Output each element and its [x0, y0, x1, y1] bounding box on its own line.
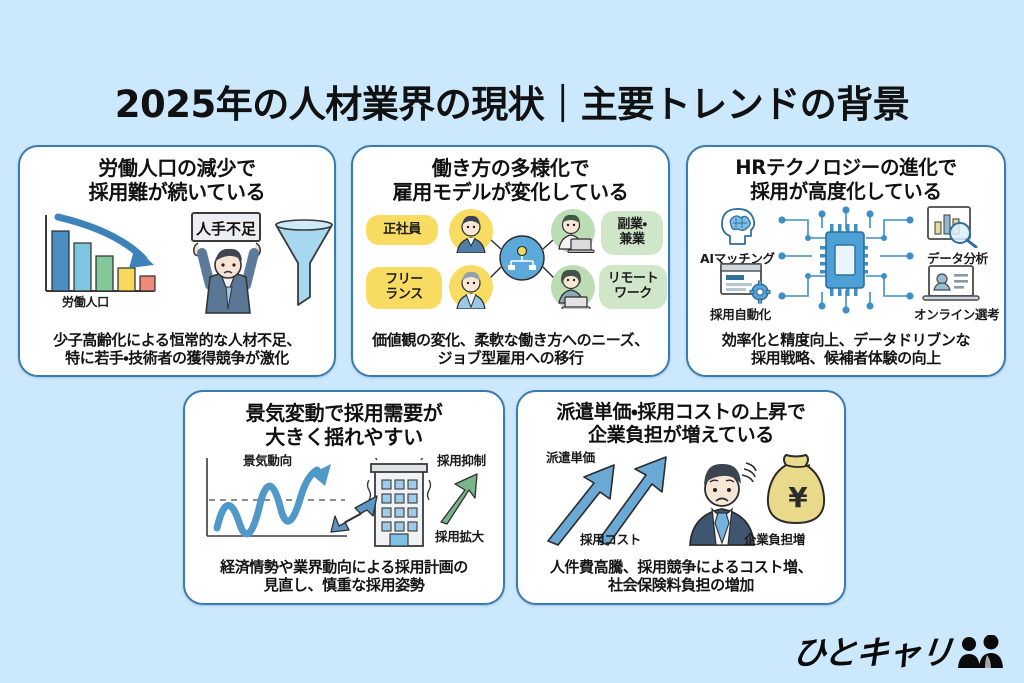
- recruitment-automation-icon: [720, 262, 771, 304]
- card-description: 少子高齢化による恒常的な人材不足、 特に若手・技術者の獲得競争が激化: [53, 330, 301, 368]
- card-labor-population: 労働人口の減少で 採用難が続いている 労働人口 人手不足: [18, 145, 336, 377]
- label-remote-work: リモート ワーク: [599, 264, 667, 309]
- page-title: 2025年の人材業界の現状｜主要トレンドの背景: [114, 83, 910, 126]
- label-dispatch-unit-price: 派遣単価: [546, 450, 595, 466]
- card1-illustration: 労働人口 人手不足: [20, 205, 334, 331]
- funnel-icon: [275, 218, 333, 306]
- cpu-chip-icon: [778, 205, 914, 314]
- side-job-avatar-icon: [558, 214, 595, 253]
- card-title: 派遣単価・採用コストの上昇で 企業負担が増えている: [556, 401, 806, 447]
- person-holding-sign-icon: 人手不足: [191, 211, 261, 314]
- arrow-down-left-icon: [330, 495, 378, 533]
- card-description: 経済情勢や業界動向による採用計画の 見直し、慎重な採用姿勢: [220, 557, 468, 595]
- two-people-logo-icon: [958, 635, 1003, 668]
- card-work-style-diversity: 働き方の多様化で 雇用モデルが変化している: [351, 145, 670, 377]
- arrow-up-right-icon: [440, 473, 478, 525]
- label-business-cycle: 景気動向: [243, 452, 292, 468]
- card3-illustration: AIマッチング データ分析: [688, 204, 1004, 331]
- card-description: 効率化と精度向上、データドリブンな 採用戦略、候補者体験の向上: [721, 330, 971, 368]
- office-building-icon: [366, 457, 432, 547]
- chart-caption-label: 労働人口: [62, 294, 109, 309]
- card-title: HRテクノロジーの進化で 採用が高度化している: [735, 156, 957, 203]
- card-economic-fluctuation: 景気変動で採用需要が 大きく揺れやすい 景気動向: [183, 390, 505, 605]
- card-title: 労働人口の減少で 採用難が続いている: [88, 156, 266, 205]
- card-hr-technology: HRテクノロジーの進化で 採用が高度化している: [686, 145, 1006, 377]
- label-side-job: 副業・ 兼業: [601, 210, 663, 255]
- card-title: 景気変動で採用需要が 大きく揺れやすい: [245, 401, 443, 450]
- employee-avatar-icon: [456, 215, 486, 253]
- online-interview-icon: [922, 264, 980, 301]
- label-hiring-cost: 採用コスト: [580, 532, 642, 548]
- bar-chart-icon: [45, 213, 156, 292]
- label-ai-matching: AIマッチング: [700, 250, 775, 266]
- worried-businessman-icon: [689, 462, 757, 547]
- card-description: 価値観の変化、柔軟な働き方へのニーズ、 ジョブ型雇用への移行: [372, 330, 649, 368]
- ai-brain-head-icon: [721, 207, 756, 245]
- freelance-avatar-icon: [456, 271, 486, 309]
- label-company-burden: 企業負担増: [744, 532, 806, 548]
- label-hiring-expansion: 採用拡大: [435, 528, 484, 544]
- svg-text:人手不足: 人手不足: [195, 220, 257, 238]
- card5-illustration: 派遣単価 採用コスト ¥ 企業負担増: [518, 447, 844, 557]
- label-recruitment-automation: 採用自動化: [710, 306, 772, 322]
- rising-arrows-icon: [547, 456, 667, 547]
- card-cost-increase: 派遣単価・採用コストの上昇で 企業負担が増えている 派遣単価 採用コスト: [516, 390, 846, 605]
- money-bag-icon: ¥: [766, 454, 826, 525]
- label-hiring-restraint: 採用抑制: [437, 452, 486, 468]
- card-description: 人件費高騰、採用競争によるコスト増、 社会保険料負担の増加: [549, 557, 813, 595]
- label-online-interview: オンライン選考: [914, 306, 1000, 322]
- brand-logo: ひとキャリ: [790, 633, 1006, 672]
- label-regular-employee: 正社員: [366, 214, 438, 245]
- remote-work-avatar-icon: [558, 269, 591, 309]
- card-title: 働き方の多様化で 雇用モデルが変化している: [392, 156, 629, 205]
- label-data-analysis: データ分析: [927, 250, 989, 266]
- svg-text:¥: ¥: [788, 481, 808, 514]
- card4-illustration: 景気動向 採用抑制 採用拡大: [185, 450, 503, 558]
- label-freelance: フリー ランス: [366, 266, 442, 309]
- data-analysis-icon: [927, 205, 978, 248]
- logo-text: ひとキャリ: [790, 633, 955, 672]
- business-cycle-wave-icon: [206, 457, 347, 538]
- card2-illustration: 正社員 フリー ランス 副業・ 兼業 リモート ワーク: [353, 205, 668, 331]
